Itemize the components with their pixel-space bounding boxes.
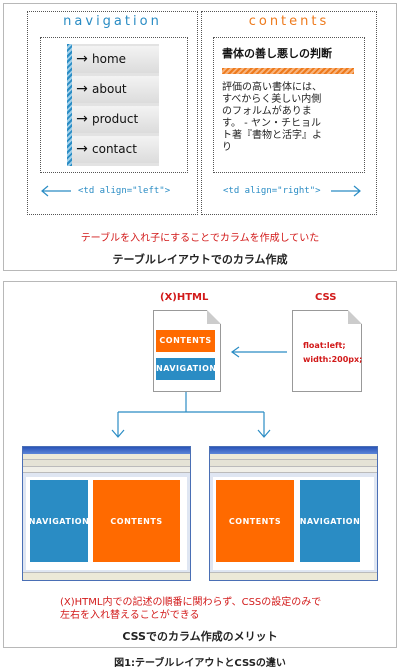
nav-item-about: →about bbox=[72, 76, 159, 103]
css-layout-caption: CSSでのカラム作成のメリット bbox=[122, 630, 278, 643]
inner-nav-table bbox=[40, 37, 188, 173]
navigation-heading: navigation bbox=[63, 14, 162, 29]
css-layout-note-line2: 左右を入れ替えることができる bbox=[60, 610, 200, 621]
nav-item-contact: →contact bbox=[72, 136, 159, 163]
doc-contents-block: CONTENTS bbox=[156, 330, 215, 352]
table-layout-note: テーブルを入れ子にすることでカラムを作成していた bbox=[80, 233, 320, 244]
left-window-navigation-column: NAVIGATION bbox=[29, 480, 89, 562]
figure-caption: 図1:テーブルレイアウトとCSSの違い bbox=[114, 658, 286, 669]
css-code: float:left; width:200px; bbox=[303, 341, 363, 364]
contents-heading: contents bbox=[248, 14, 330, 29]
arrow-right-icon: → bbox=[76, 111, 88, 127]
css-layout-note-line1: (X)HTML内での記述の順番に関わらず、CSSの設定のみで bbox=[60, 597, 322, 608]
nav-item-product: →product bbox=[72, 106, 159, 133]
right-window-navigation-column: NAVIGATION bbox=[300, 480, 360, 562]
nav-stripe bbox=[67, 44, 72, 166]
contents-body: 評価の高い書体には、 すべからく美しい内側 のフォルムがありま す。 - ヤン・… bbox=[222, 82, 322, 153]
doc-navigation-block: NAVIGATION bbox=[156, 358, 216, 380]
nav-menu: →home →about →product →contact bbox=[67, 44, 159, 166]
arrow-left-icon bbox=[41, 185, 71, 197]
arrow-right-icon bbox=[331, 185, 361, 197]
arrow-right-icon: → bbox=[76, 81, 88, 97]
document-icon bbox=[292, 310, 362, 392]
split-connector bbox=[111, 392, 271, 438]
html-label: (X)HTML bbox=[160, 292, 209, 303]
contents-title-underline bbox=[222, 68, 354, 74]
contents-title: 書体の善し悪しの判断 bbox=[222, 47, 332, 60]
inner-contents-table bbox=[213, 37, 365, 173]
arrow-right-icon: → bbox=[76, 141, 88, 157]
table-layout-caption: テーブルレイアウトでのカラム作成 bbox=[112, 253, 288, 266]
left-window-contents-column: CONTENTS bbox=[93, 480, 180, 562]
td-align-left-label: <td align="left"> bbox=[78, 186, 171, 196]
td-align-right-label: <td align="right"> bbox=[223, 186, 321, 196]
css-label: CSS bbox=[315, 292, 337, 303]
arrow-right-icon: → bbox=[76, 51, 88, 67]
contents-column-box bbox=[201, 11, 377, 215]
right-window-contents-column: CONTENTS bbox=[216, 480, 294, 562]
nav-item-home: →home bbox=[72, 46, 159, 73]
arrow-left-icon bbox=[230, 346, 287, 358]
navigation-column-box bbox=[27, 11, 198, 215]
